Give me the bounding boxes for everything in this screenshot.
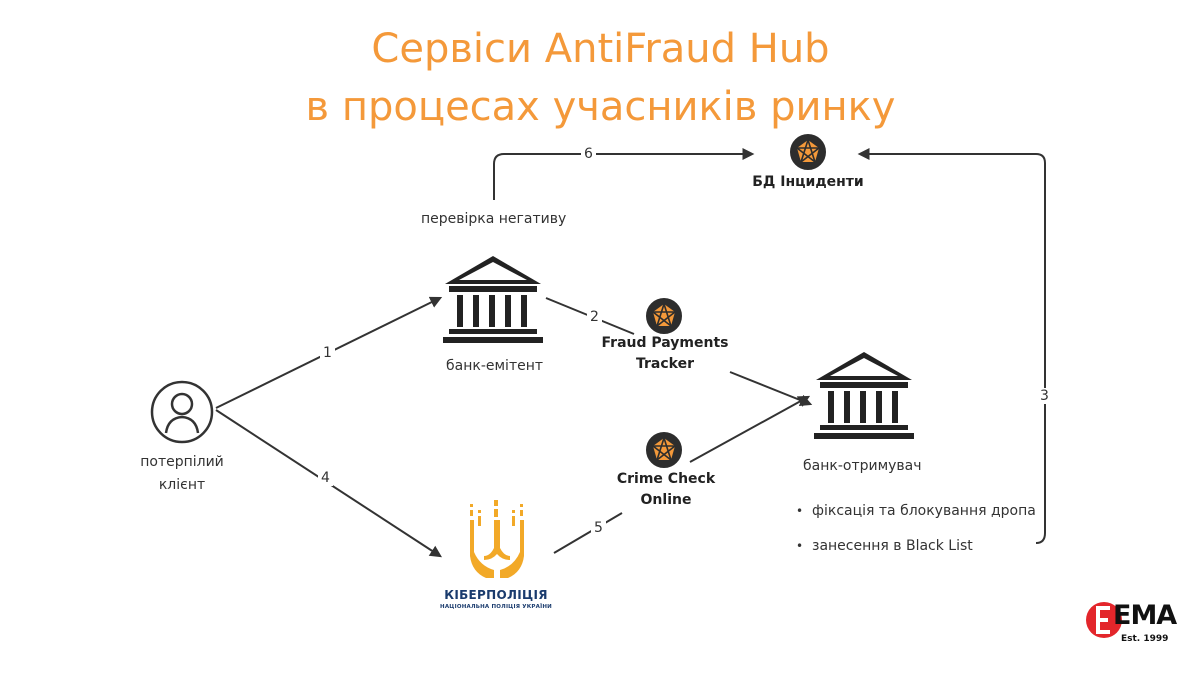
arrow-6: [493, 148, 755, 200]
hub-icon: [646, 432, 682, 468]
step-number: 4: [318, 470, 333, 486]
bank-icon: [443, 256, 543, 343]
issuing-bank-label: банк-емітент: [446, 358, 544, 374]
step-number: 5: [591, 520, 606, 536]
victim-client-label: потерпілий клієнт: [140, 454, 224, 493]
negative-check-label: перевірка негативу: [421, 211, 567, 227]
hub-icon: [790, 134, 826, 170]
hub-icon: [646, 298, 682, 334]
bank-icon: [814, 352, 914, 439]
step-number: 3: [1037, 388, 1052, 404]
fraud-tracker-label: Fraud Payments Tracker: [601, 335, 729, 372]
step-number: 6: [581, 146, 596, 162]
ema-logo-icon: [1086, 602, 1122, 638]
incidents-db-label: БД Інциденти: [752, 174, 864, 190]
cyberpolice-title: КІБЕРПОЛІЦІЯ: [444, 588, 548, 602]
user-icon: [150, 380, 214, 444]
slide-title-line2: в процесах учасників ринку: [305, 84, 896, 130]
step-number: 1: [320, 345, 335, 361]
list-item: фіксація та блокування дропа: [796, 500, 1036, 535]
logo-tagline: Est. 1999: [1121, 634, 1169, 644]
step-number: 2: [587, 309, 602, 325]
slide-title-line1: Сервіси AntiFraud Hub: [371, 26, 830, 72]
cyberpolice-emblem-icon: [470, 500, 524, 578]
crime-check-label: Crime Check Online: [616, 471, 716, 508]
arrow-3: [857, 148, 1046, 544]
logo-name: EMA: [1113, 600, 1177, 631]
receiver-actions-list: фіксація та блокування дропа занесення в…: [796, 500, 1036, 570]
cyberpolice-subtitle: НАЦІОНАЛЬНА ПОЛІЦІЯ УКРАЇНИ: [440, 604, 552, 610]
list-item: занесення в Black List: [796, 535, 1036, 570]
arrow-5: [553, 397, 808, 554]
receiving-bank-label: банк-отримувач: [803, 458, 922, 474]
